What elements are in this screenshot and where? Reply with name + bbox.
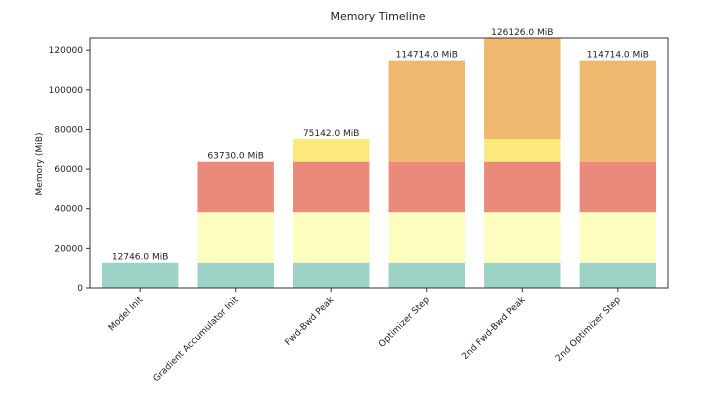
bar-segment	[388, 60, 465, 162]
bar-segment	[293, 262, 370, 288]
bar-segment	[484, 212, 561, 263]
data-label: 12746.0 MiB	[112, 253, 169, 263]
y-tick-label: 120000	[49, 46, 84, 56]
y-tick-label: 80000	[54, 125, 83, 135]
bar-segment	[388, 262, 465, 288]
x-tick-label: Fwd-Bwd Peak	[284, 295, 337, 348]
y-tick-label: 0	[77, 284, 83, 294]
data-label: 114714.0 MiB	[587, 51, 649, 61]
data-label: 126126.0 MiB	[491, 28, 553, 38]
x-tick-label: 2nd Optimizer Step	[554, 295, 623, 364]
bar-segment	[484, 139, 561, 162]
bar-segment	[197, 212, 274, 263]
bar-segment	[293, 139, 370, 162]
data-label: 63730.0 MiB	[207, 152, 264, 162]
x-tick-label: 2nd Fwd-Bwd Peak	[460, 295, 527, 362]
y-tick-label: 60000	[54, 165, 83, 175]
bar-segment	[388, 212, 465, 263]
bar-segment	[484, 38, 561, 140]
bar-segment	[484, 161, 561, 213]
x-tick-label: Optimizer Step	[377, 295, 432, 350]
x-tick-label: Gradient Accumulator Init	[152, 295, 242, 385]
x-tick-label: Model Init	[107, 295, 146, 334]
plot-frame	[89, 37, 669, 289]
bar-segment	[484, 262, 561, 288]
bar-segment	[197, 262, 274, 288]
data-labels: 12746.0 MiB 63730.0 MiB 75142.0 MiB 114714.…	[112, 28, 649, 263]
bar-segment	[388, 161, 465, 213]
y-axis-ticks: 0 20000 40000 60000 80000 100000 120000	[49, 46, 90, 294]
bar-segment	[197, 161, 274, 213]
y-tick-label: 100000	[49, 86, 84, 96]
bar-segment	[293, 161, 370, 213]
data-label: 114714.0 MiB	[396, 51, 458, 61]
bar-segment	[579, 262, 657, 288]
bar-segment	[293, 212, 370, 263]
y-tick-label: 40000	[54, 205, 83, 215]
data-label: 75142.0 MiB	[303, 129, 360, 139]
y-tick-label: 20000	[54, 244, 83, 254]
bar-segment	[579, 212, 657, 263]
bars	[101, 38, 657, 288]
bar-segment	[579, 60, 657, 162]
bar-segment	[101, 262, 179, 288]
chart-title: Memory Timeline	[330, 10, 425, 23]
y-axis-label: Memory (MiB)	[35, 133, 45, 196]
bar-segment	[579, 161, 657, 213]
